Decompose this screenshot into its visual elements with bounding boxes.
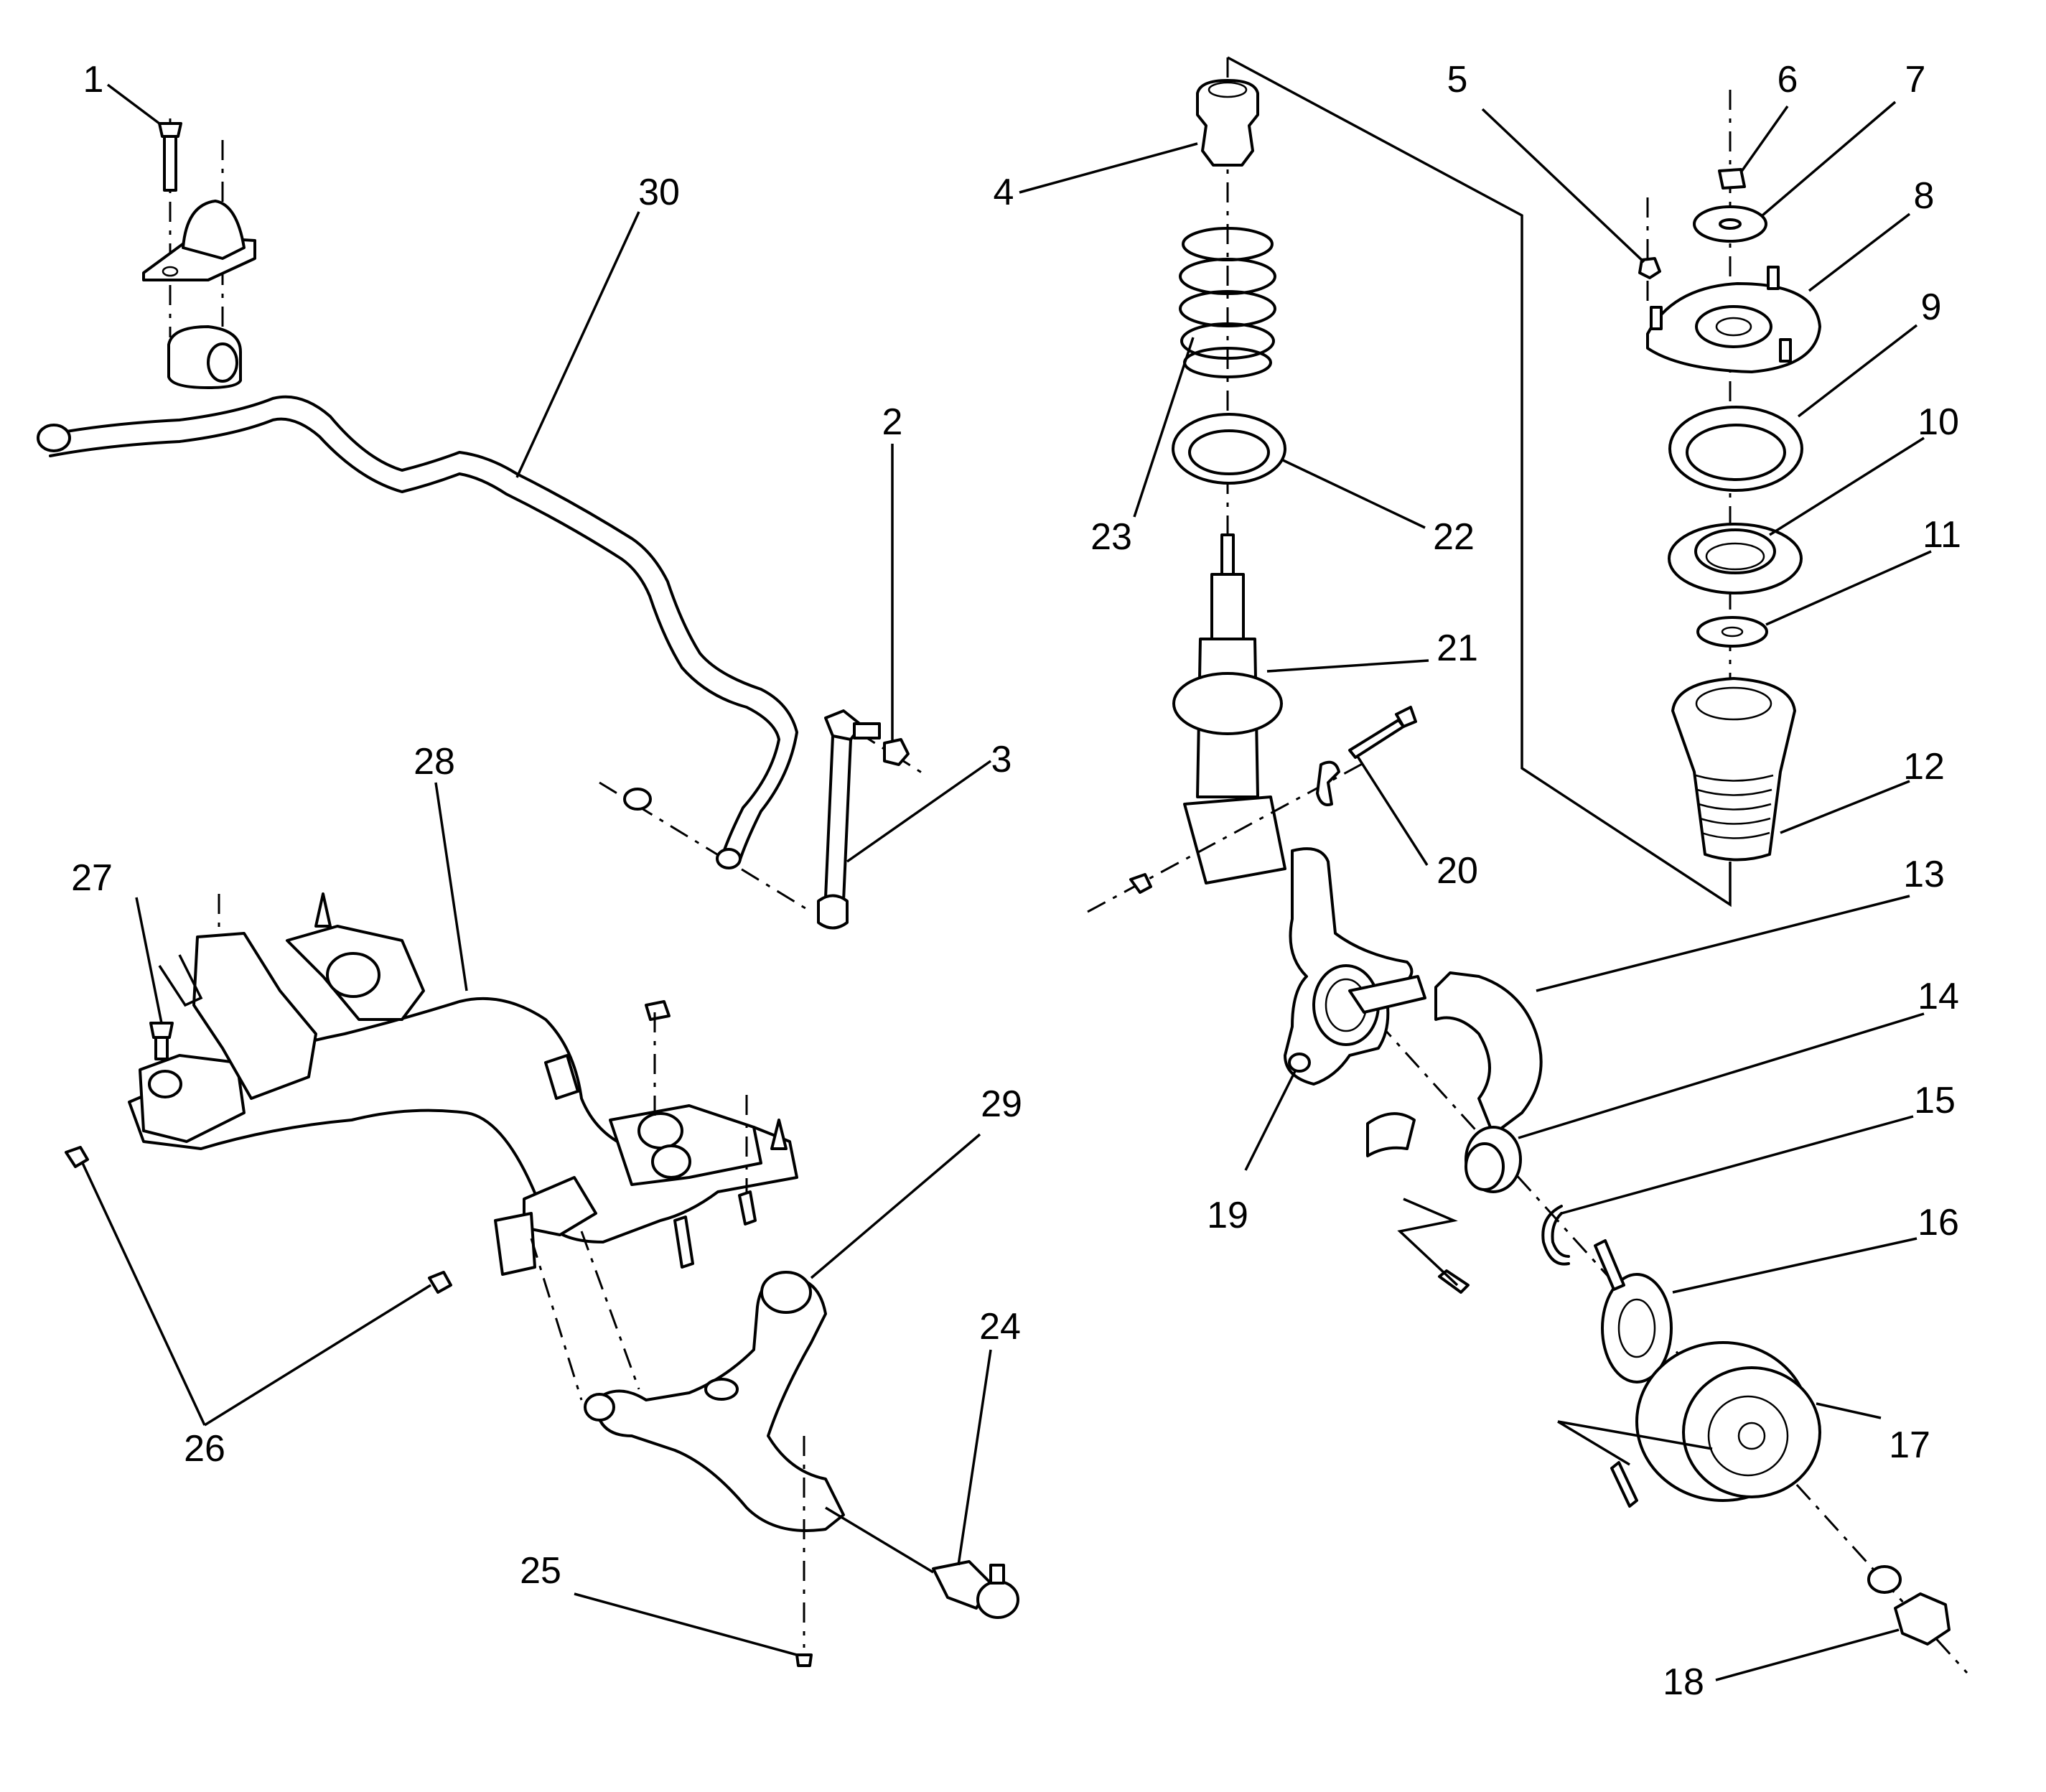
spring-upper-seat bbox=[1668, 523, 1803, 594]
ball-joint-bolt bbox=[795, 1653, 813, 1667]
stabilizer-bar-bushing bbox=[167, 325, 242, 389]
callout-3: 3 bbox=[991, 739, 1012, 780]
strut-mount bbox=[1646, 266, 1821, 373]
stabilizer-bar-clamp bbox=[142, 200, 256, 281]
callout-11: 11 bbox=[1923, 514, 1961, 556]
callout-21: 21 bbox=[1437, 627, 1478, 669]
callout-9: 9 bbox=[1921, 286, 1942, 328]
strut-nut bbox=[1129, 873, 1152, 894]
lower-control-arm bbox=[530, 1231, 845, 1648]
stabilizer-link bbox=[599, 709, 927, 930]
ball-joint bbox=[825, 1506, 1019, 1619]
callout-1: 1 bbox=[83, 59, 104, 101]
callout-23: 23 bbox=[1090, 516, 1132, 558]
coil-spring bbox=[1179, 227, 1276, 378]
wheel-bearing bbox=[1465, 1126, 1522, 1193]
callout-28: 28 bbox=[414, 741, 455, 783]
callout-17: 17 bbox=[1889, 1424, 1930, 1466]
callout-13: 13 bbox=[1903, 854, 1945, 895]
callout-8: 8 bbox=[1914, 175, 1935, 217]
spring-insulator-upper bbox=[1696, 616, 1768, 648]
callout-labels: 1 2 3 4 5 6 7 8 9 10 11 12 13 14 15 16 1… bbox=[71, 59, 1961, 1703]
knuckle-bolts bbox=[1397, 1198, 1713, 1508]
callout-25: 25 bbox=[520, 1550, 561, 1592]
splash-shield bbox=[1348, 971, 1543, 1157]
hub-washer bbox=[1867, 1565, 1902, 1594]
mount-washer bbox=[1693, 205, 1767, 243]
leader-lines bbox=[81, 83, 1932, 1681]
callout-22: 22 bbox=[1433, 516, 1475, 558]
strut-body bbox=[1172, 533, 1286, 885]
brake-rotor bbox=[1635, 1341, 1821, 1502]
mount-stack-bracket-line bbox=[1227, 56, 1732, 907]
mount-nut-small bbox=[1638, 257, 1661, 279]
callout-2: 2 bbox=[882, 401, 903, 443]
stabilizer-bar bbox=[37, 395, 798, 863]
callout-15: 15 bbox=[1914, 1080, 1956, 1121]
strut-rod-nut bbox=[1718, 168, 1746, 190]
spring-insulator-lower bbox=[1172, 413, 1286, 485]
callout-7: 7 bbox=[1905, 59, 1926, 101]
hub-nut bbox=[1894, 1592, 1951, 1646]
bearing-snap-ring bbox=[1541, 1205, 1570, 1266]
subframe bbox=[128, 892, 798, 1276]
callout-16: 16 bbox=[1917, 1202, 1959, 1243]
callout-5: 5 bbox=[1447, 59, 1468, 101]
callout-18: 18 bbox=[1663, 1661, 1704, 1703]
callout-12: 12 bbox=[1903, 746, 1945, 788]
subframe-bolt-small bbox=[149, 954, 203, 1060]
callout-19: 19 bbox=[1207, 1195, 1248, 1236]
callout-29: 29 bbox=[981, 1083, 1022, 1125]
strut-bearing bbox=[1668, 406, 1803, 492]
callout-26: 26 bbox=[184, 1428, 225, 1470]
strut-boot bbox=[1671, 677, 1796, 862]
stabilizer-bar-bolt bbox=[158, 118, 224, 373]
callout-24: 24 bbox=[979, 1306, 1021, 1348]
callout-30: 30 bbox=[638, 172, 680, 213]
callout-10: 10 bbox=[1917, 401, 1959, 443]
stabilizer-link-washer bbox=[623, 788, 742, 869]
callout-27: 27 bbox=[71, 857, 113, 899]
steering-knuckle bbox=[1284, 847, 1414, 1086]
subframe-bolts bbox=[65, 1000, 757, 1294]
stabilizer-link-nut bbox=[883, 738, 910, 766]
callout-20: 20 bbox=[1437, 850, 1478, 892]
callout-6: 6 bbox=[1778, 59, 1798, 101]
callout-14: 14 bbox=[1917, 976, 1959, 1017]
callout-4: 4 bbox=[994, 172, 1014, 213]
wheel-hub bbox=[1594, 1239, 1673, 1383]
